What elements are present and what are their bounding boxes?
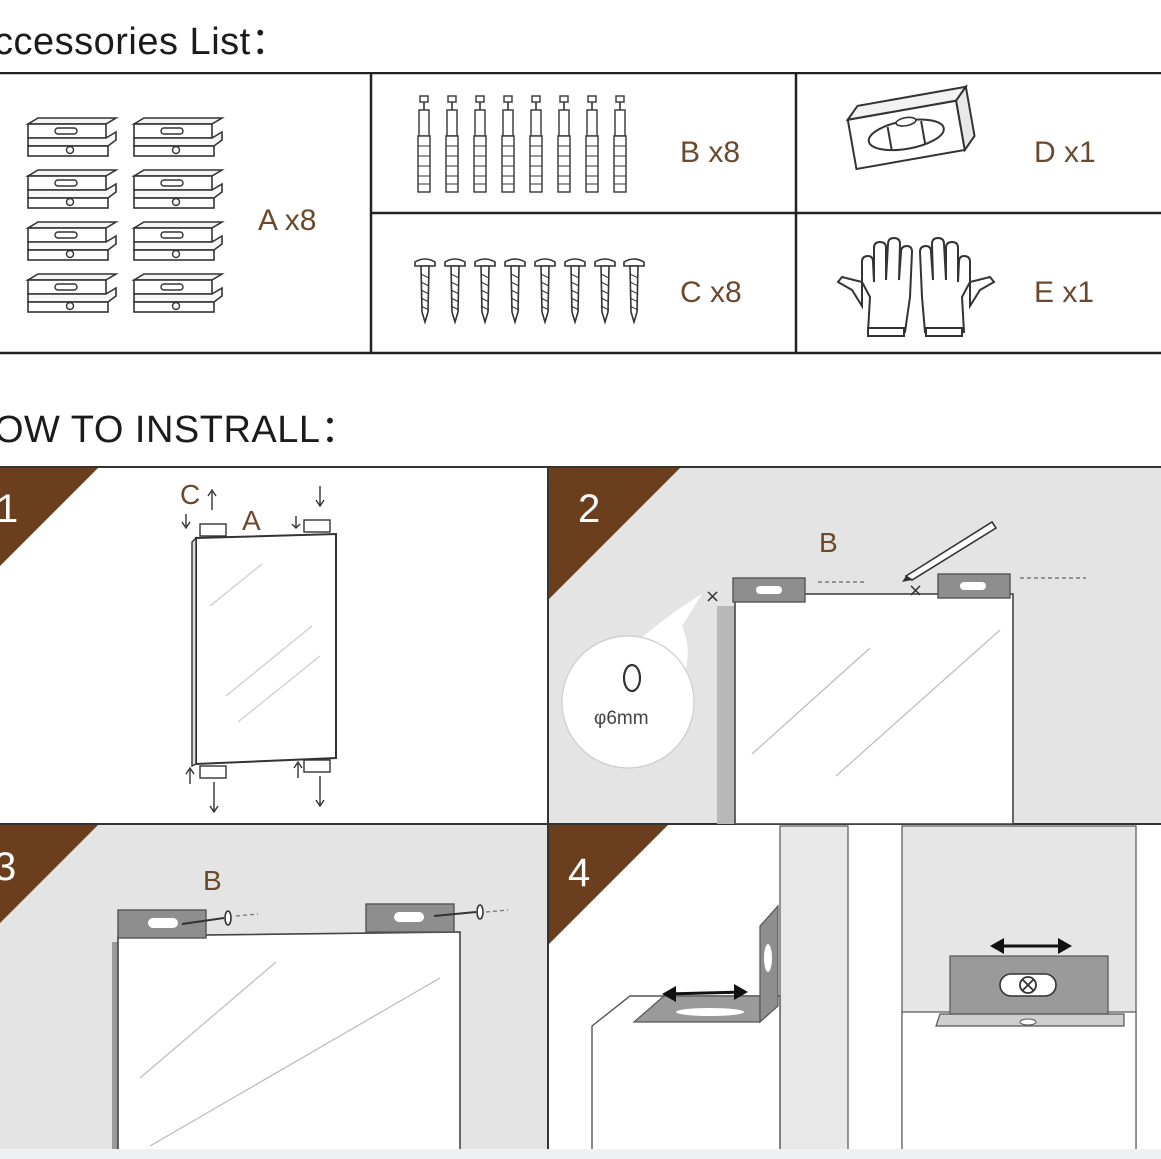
bottom-bar	[0, 1149, 1161, 1159]
step-3-label-b: B	[203, 865, 222, 896]
step-3-illustration: B	[112, 865, 509, 1150]
install-steps-grid: 1 2 3 4 C A × ×	[0, 466, 1161, 1150]
accessory-label-c: C x8	[680, 276, 742, 309]
accessory-label-e: E x1	[1034, 276, 1095, 309]
svg-text:×: ×	[705, 586, 720, 607]
step-1-label-c: C	[180, 479, 200, 510]
spirit-level-icon	[845, 84, 976, 171]
drill-size-callout: φ6mm	[594, 708, 649, 729]
accessory-label-a: A x8	[258, 204, 317, 237]
step-2-number: 2	[578, 487, 600, 531]
install-heading: OW TO INSTRALL：	[0, 409, 360, 451]
step-3-badge	[0, 825, 98, 923]
step-2-illustration: × × φ6mm B	[561, 520, 1086, 825]
accessories-table: A x8 B x8 C x8 D x1 E x1	[0, 71, 1161, 355]
step-4-badge	[549, 825, 668, 944]
step-3-number: 3	[0, 845, 16, 889]
screw-icon	[414, 258, 645, 323]
step-4-illustration	[591, 825, 1137, 1150]
step-1-number: 1	[0, 487, 18, 531]
step-2-label-b: B	[819, 527, 838, 558]
bracket-icon	[27, 117, 223, 313]
wall-anchor-icon	[417, 95, 627, 193]
accessory-label-d: D x1	[1034, 136, 1096, 169]
step-1-illustration: C A	[180, 479, 337, 814]
step-1-label-a: A	[242, 505, 261, 536]
gloves-icon	[836, 236, 996, 337]
step-1-badge	[0, 468, 98, 566]
accessories-heading: ccessories List：	[0, 21, 290, 63]
step-4-number: 4	[568, 851, 590, 895]
accessories-table-lines	[0, 71, 1161, 355]
svg-text:×: ×	[908, 580, 923, 601]
step-2-badge	[549, 468, 680, 599]
accessory-label-b: B x8	[680, 136, 741, 169]
